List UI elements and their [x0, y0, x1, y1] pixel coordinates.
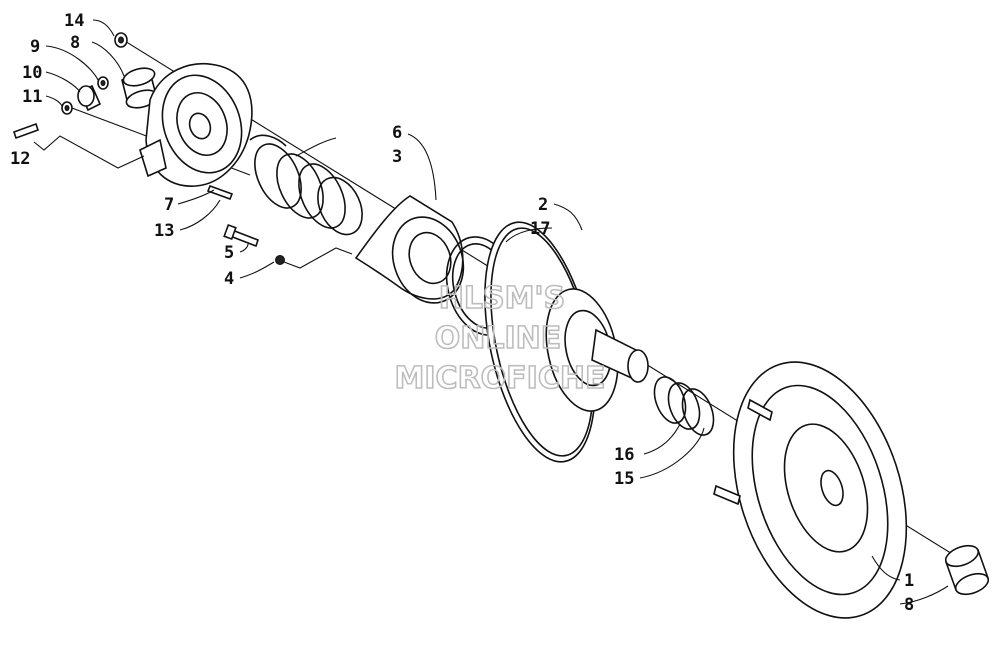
callout-9: 9 [30, 37, 40, 57]
part-4-leader-path [283, 247, 353, 269]
part-10-roller [77, 84, 102, 112]
callout-5: 5 [224, 243, 234, 263]
leader-lines [33, 19, 949, 605]
part-9-washer [97, 76, 109, 90]
part-7-cover-plate [139, 62, 253, 187]
callout-15: 15 [614, 469, 634, 489]
part-2-movable-sheave [484, 221, 649, 463]
part-3-spider [354, 195, 465, 304]
part-8-bushing-bottom [944, 544, 990, 596]
callout-2: 2 [538, 195, 548, 215]
part-16-spring [653, 376, 715, 436]
callout-8-top: 8 [70, 33, 80, 53]
callout-3: 3 [392, 147, 402, 167]
callout-7: 7 [164, 195, 174, 215]
callout-10: 10 [22, 63, 42, 83]
callout-8-bottom: 8 [904, 595, 914, 615]
part-4-nut [275, 255, 285, 265]
part-1-fixed-sheave [713, 361, 908, 619]
callout-13: 13 [154, 221, 174, 241]
callout-1: 1 [904, 571, 914, 591]
callout-12: 12 [10, 149, 30, 169]
callout-11: 11 [22, 87, 42, 107]
callout-4: 4 [224, 269, 234, 289]
watermark-line-2: ONLINE [435, 321, 562, 356]
callout-16: 16 [614, 445, 634, 465]
part-11-washer [61, 101, 73, 115]
callout-17: 17 [530, 219, 550, 239]
watermark-line-3: MICROFICHE [395, 361, 606, 396]
watermark: HLSM'S ONLINE MICROFICHE [394, 280, 607, 397]
callout-14: 14 [64, 11, 84, 31]
callout-labels: 14 8 9 10 11 12 6 3 7 13 5 4 2 17 16 15 … [10, 11, 914, 615]
part-5-bolt [223, 223, 260, 248]
part-14-bushing [114, 32, 128, 48]
part-13-pin [206, 184, 234, 201]
watermark-line-1: HLSM'S [439, 281, 565, 316]
part-6-spring [249, 134, 363, 236]
part-12-pin [12, 122, 40, 140]
callout-6: 6 [392, 123, 402, 143]
